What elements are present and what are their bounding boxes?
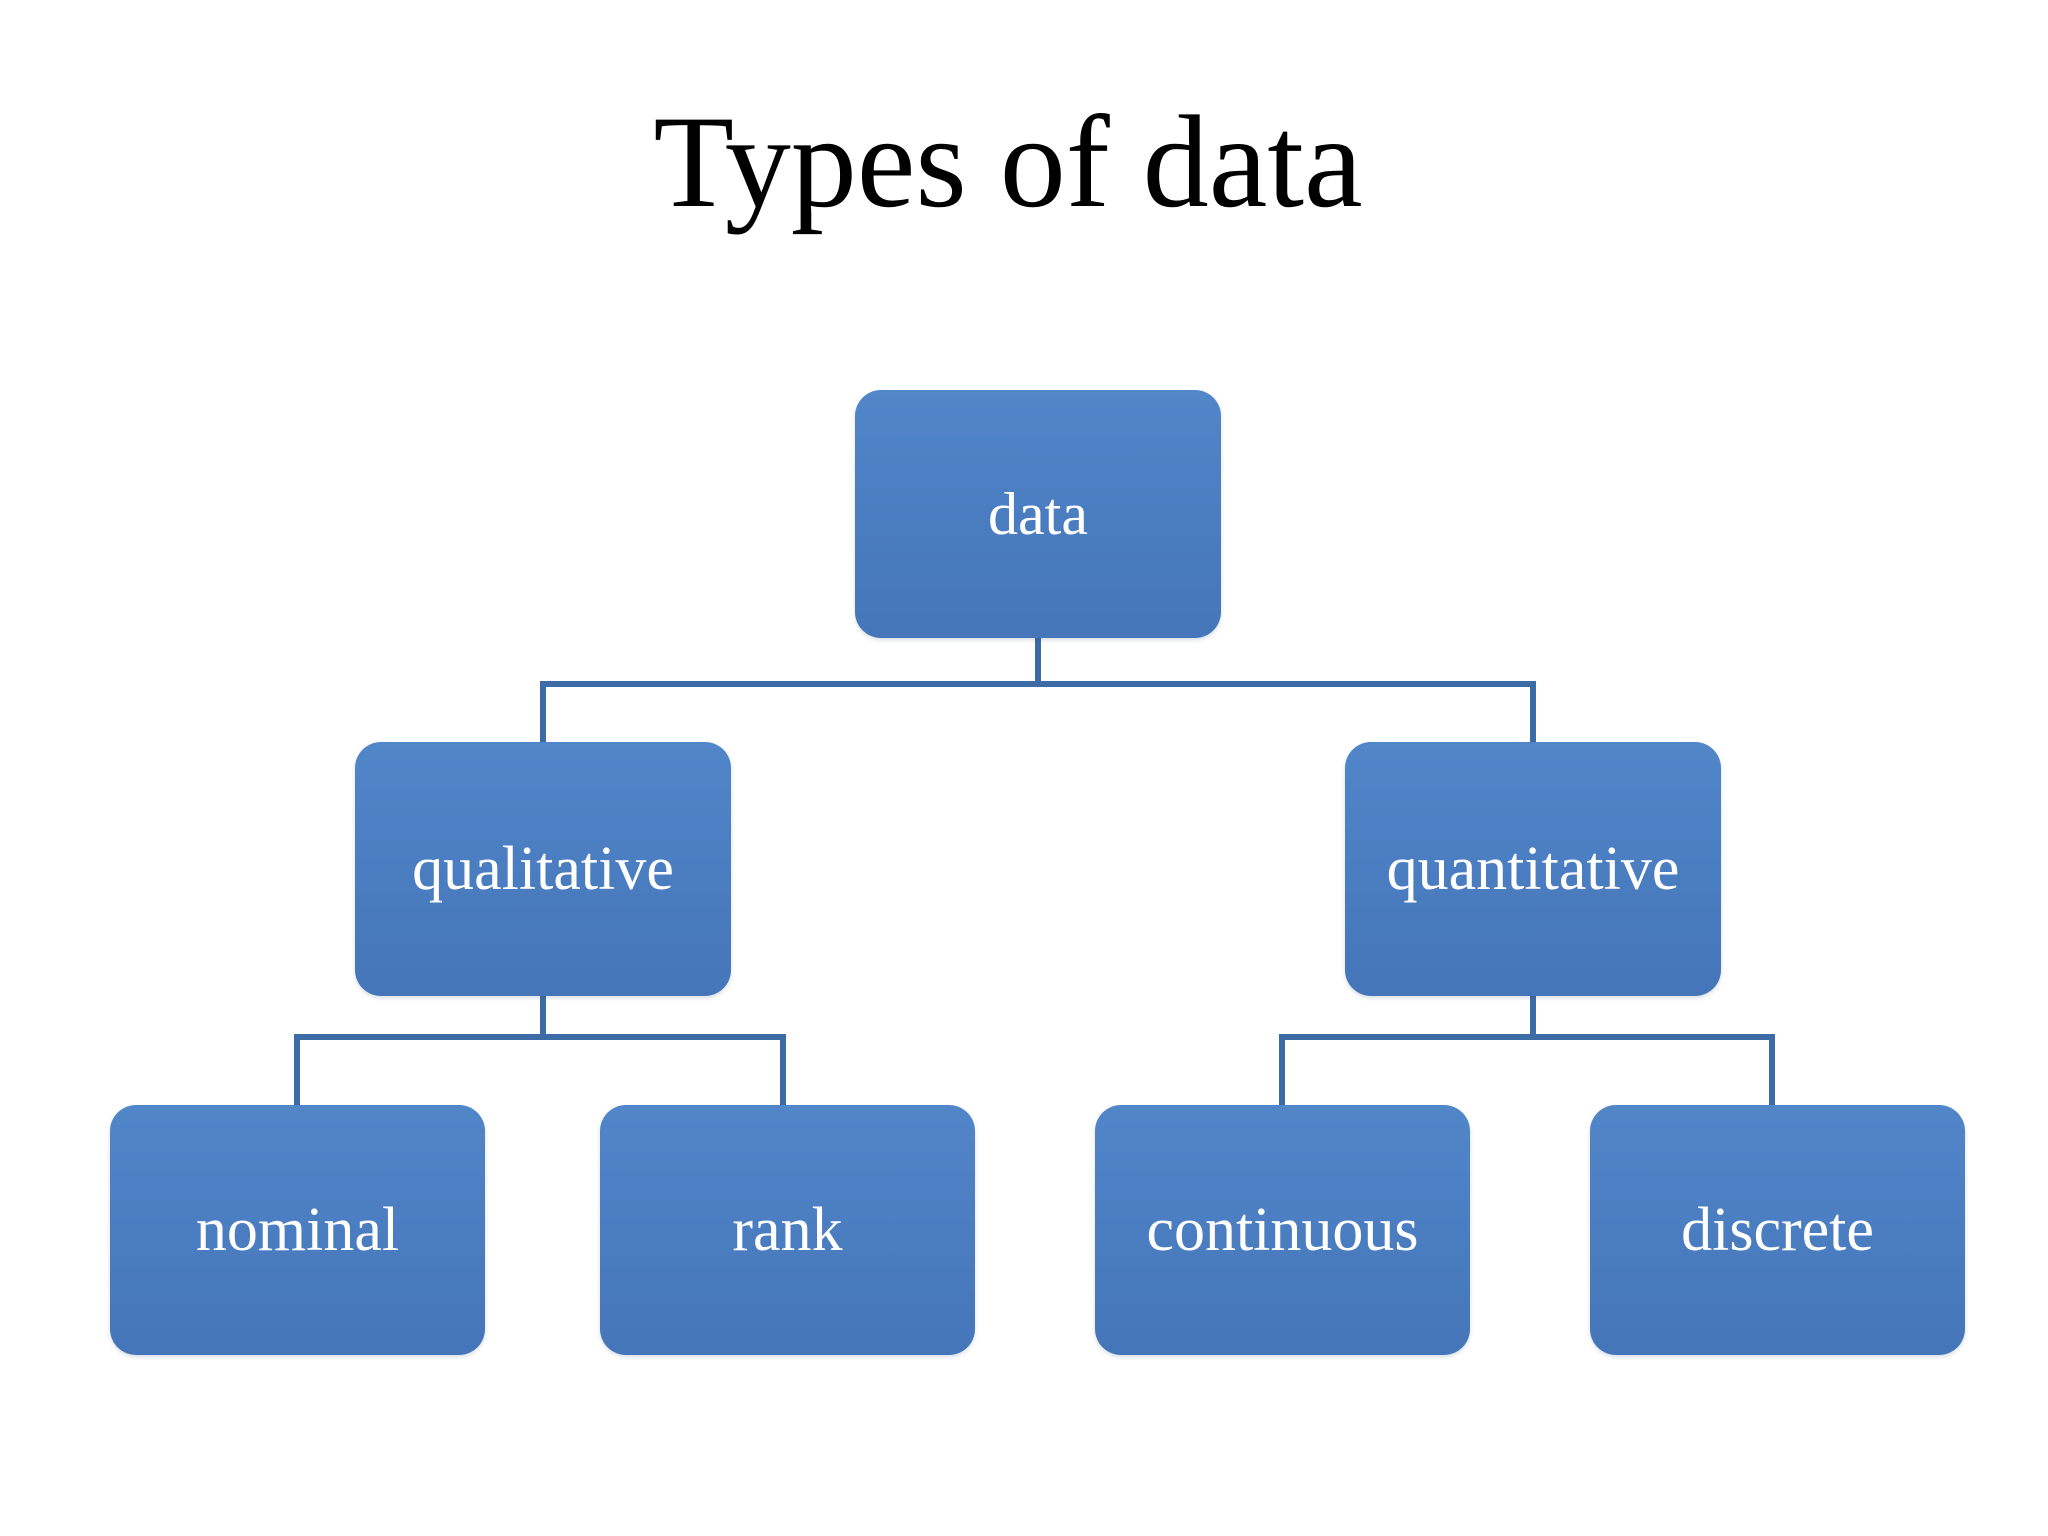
connector-qualitative-to-nominal: [294, 1034, 300, 1108]
node-discrete-label: discrete: [1681, 1196, 1874, 1264]
connector-quantitative-horizontal-bar: [1279, 1034, 1775, 1040]
node-continuous-label: continuous: [1146, 1196, 1419, 1264]
node-continuous[interactable]: continuous: [1095, 1105, 1470, 1355]
node-quantitative[interactable]: quantitative: [1345, 742, 1721, 996]
node-nominal[interactable]: nominal: [110, 1105, 485, 1355]
node-rank-label: rank: [732, 1196, 843, 1264]
node-rank[interactable]: rank: [600, 1105, 975, 1355]
page-title-text: Types of data: [653, 88, 1363, 235]
connector-data-horizontal-bar: [540, 681, 1536, 687]
node-qualitative-label: qualitative: [412, 835, 674, 903]
connector-qualitative-horizontal-bar: [294, 1034, 786, 1040]
node-quantitative-label: quantitative: [1386, 835, 1680, 903]
connector-data-stem: [1035, 634, 1041, 686]
connector-data-to-qualitative: [540, 681, 546, 745]
connector-qualitative-stem: [540, 992, 546, 1040]
node-nominal-label: nominal: [195, 1196, 400, 1264]
connector-quantitative-stem: [1530, 992, 1536, 1040]
connector-quantitative-to-discrete: [1769, 1034, 1775, 1108]
connector-data-to-quantitative: [1530, 681, 1536, 745]
connector-quantitative-to-continuous: [1279, 1034, 1285, 1108]
node-data[interactable]: data: [855, 390, 1221, 638]
node-data-label: data: [988, 481, 1088, 547]
page-title: Types of data: [0, 88, 2048, 236]
node-discrete[interactable]: discrete: [1590, 1105, 1965, 1355]
connector-qualitative-to-rank: [780, 1034, 786, 1108]
node-qualitative[interactable]: qualitative: [355, 742, 731, 996]
